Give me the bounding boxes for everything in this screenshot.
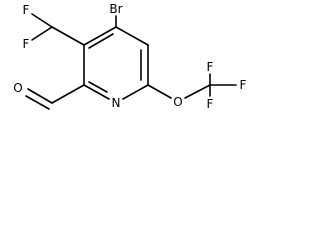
atom-n: N — [112, 96, 121, 110]
pyridine-ring — [83, 26, 149, 100]
bond-cho-o-inner — [25, 95, 50, 110]
bond-c4-c5 — [115, 26, 149, 46]
substituent-bonds — [25, 13, 237, 110]
atom-f-cf3-bottom: F — [207, 97, 214, 111]
atom-f-cf3-top: F — [207, 60, 214, 74]
bond-c6-o-ether — [147, 84, 172, 99]
bond-c6-n — [122, 84, 149, 100]
bond-cho-o — [27, 88, 53, 104]
atom-br: Br — [109, 2, 122, 16]
bond-n-c2-inner — [88, 81, 108, 93]
atom-o-ether: O — [173, 95, 182, 109]
bond-c4-c3 — [83, 26, 117, 46]
bond-chf2-f-upper — [31, 13, 53, 28]
bond-c3-chf2 — [51, 26, 85, 46]
atom-f-lower: F — [23, 37, 30, 51]
bond-c2-cho — [51, 84, 85, 104]
atom-f-upper: F — [23, 3, 30, 17]
molecule-structure: Br F F N O O F F F — [13, 2, 246, 111]
atom-o-aldehyde: O — [13, 81, 22, 95]
atom-f-cf3-right: F — [240, 78, 247, 92]
bond-o-cf3 — [184, 84, 211, 99]
atom-labels: Br F F N O O F F F — [13, 2, 246, 111]
bond-n-c2 — [83, 84, 110, 100]
bond-c4-c3-inner — [88, 33, 114, 49]
bond-chf2-f-lower — [31, 26, 53, 41]
